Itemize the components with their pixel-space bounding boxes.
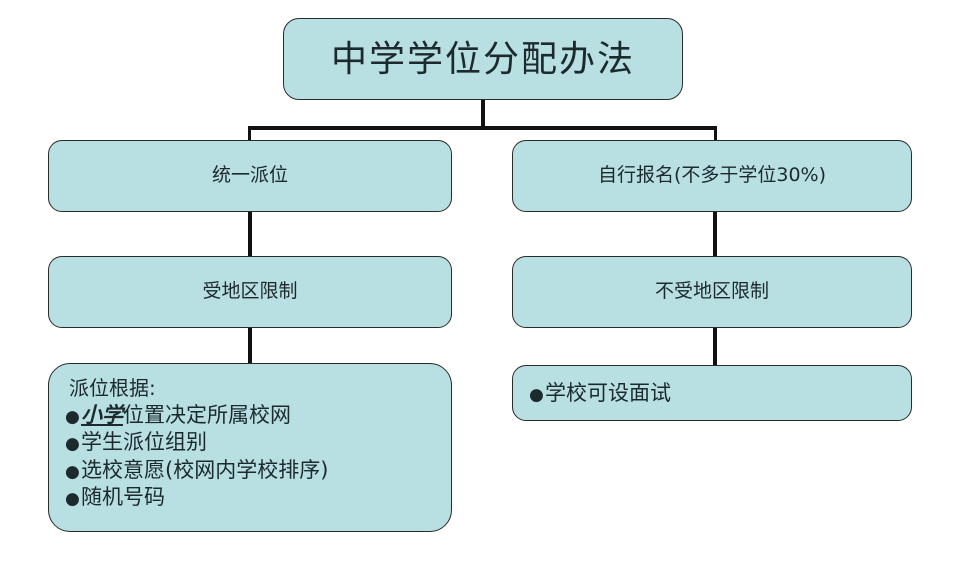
bullet-icon: ●: [65, 461, 80, 482]
bullet-icon: ●: [65, 407, 80, 427]
criteria-list-item: ●随机号码: [65, 484, 328, 510]
bullet-icon: ●: [529, 384, 544, 405]
node-title-label: 中学学位分配办法: [330, 38, 635, 80]
criteria-list-item: ●学生派位组别: [65, 429, 328, 455]
node-title: 中学学位分配办法: [283, 18, 683, 100]
criteria-emphasis: 小学: [81, 403, 123, 427]
criteria-list-item: ●小学位置决定所属校网: [65, 402, 328, 428]
criteria-heading: 派位根据:: [69, 376, 156, 400]
bullet-icon: ●: [65, 488, 80, 509]
criteria-list-item-label: 随机号码: [81, 484, 165, 509]
node-allocation-criteria: 派位根据: ●小学位置决定所属校网●学生派位组别●选校意愿(校网内学校排序)●随…: [48, 363, 452, 532]
node-school-interview-label: 学校可设面试: [545, 380, 671, 405]
criteria-list-item: ●选校意愿(校网内学校排序): [65, 457, 328, 483]
interview-text: ● 学校可设面试: [529, 380, 671, 406]
node-self-application-label: 自行报名(不多于学位30%): [597, 164, 827, 187]
node-self-application: 自行报名(不多于学位30%): [512, 140, 912, 212]
connector-title-stem: [481, 100, 485, 129]
node-school-interview: ● 学校可设面试: [512, 365, 912, 421]
node-district-restricted-label: 受地区限制: [202, 280, 298, 303]
node-unified-allocation: 统一派位: [48, 140, 452, 212]
bullet-icon: ●: [65, 434, 80, 455]
criteria-list-item-label: 选校意愿(校网内学校排序): [81, 457, 329, 482]
connector-horizontal-bar: [248, 126, 717, 130]
node-district-unrestricted: 不受地区限制: [512, 256, 912, 328]
connector-left-stage-to-scope: [248, 212, 252, 257]
criteria-list-item-label: 小学位置决定所属校网: [81, 403, 291, 427]
criteria-list-item-label: 学生派位组别: [81, 430, 207, 455]
connector-right-scope-to-interview: [713, 328, 717, 366]
node-unified-allocation-label: 统一派位: [211, 164, 288, 187]
connector-left-scope-to-criteria: [248, 328, 252, 364]
connector-drop-right: [714, 126, 717, 141]
connector-right-stage-to-scope: [713, 212, 717, 257]
connector-drop-left: [248, 126, 251, 141]
node-district-restricted: 受地区限制: [48, 256, 452, 328]
node-district-unrestricted-label: 不受地区限制: [654, 280, 769, 303]
criteria-list: ●小学位置决定所属校网●学生派位组别●选校意愿(校网内学校排序)●随机号码: [65, 402, 328, 511]
